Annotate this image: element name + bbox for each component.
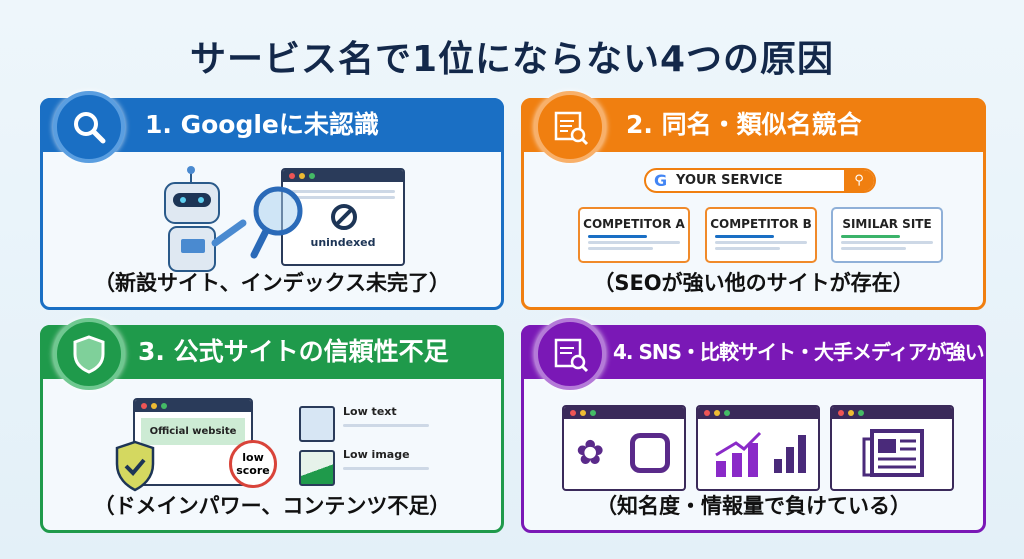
chart-icon <box>715 431 806 477</box>
low-text-label: Low text <box>343 405 397 418</box>
blocked-icon <box>331 204 357 230</box>
panel-name-competition: 2. 同名・類似名競合 G YOUR SERVICE ⚲ COMPETITOR … <box>521 91 986 310</box>
search-query: YOUR SERVICE <box>676 173 783 188</box>
shield-icon <box>53 318 125 390</box>
result-card: COMPETITOR A <box>578 207 690 263</box>
comparison-window <box>696 405 820 491</box>
magnifier-icon <box>250 186 303 259</box>
card-title: SIMILAR SITE <box>842 217 932 231</box>
search-bar[interactable]: G YOUR SERVICE ⚲ <box>644 168 876 193</box>
robot-icon <box>164 166 247 272</box>
card-title: COMPETITOR A <box>583 217 685 231</box>
panel-caption: （新設サイト、インデックス未完了） <box>94 271 450 295</box>
panel-caption: （知名度・情報量で負けている） <box>596 494 911 518</box>
page-title: サービス名で1位にならない4つの原因 <box>189 39 835 80</box>
image-icon <box>299 450 335 486</box>
shield-check-icon <box>115 440 155 492</box>
document-search-icon <box>534 91 606 163</box>
result-card: SIMILAR SITE <box>831 207 943 263</box>
newspaper-icon <box>862 429 924 477</box>
panel-caption: （SEOが強い他のサイトが存在） <box>593 271 914 295</box>
text-doc-icon <box>299 406 335 442</box>
low-score-text: low <box>242 451 264 464</box>
panel-google-unrecognized: 1. Googleに未認識 unindexed （新設サイト、インデックス未完了… <box>40 91 504 310</box>
official-website-label: Official website <box>141 418 245 445</box>
low-image-label: Low image <box>343 448 410 461</box>
instagram-icon <box>630 433 670 473</box>
search-icon <box>53 91 125 163</box>
panel-sns-media: 4. SNS・比較サイト・大手メディアが強い ✿ （知名度・情報量で負けている） <box>521 318 986 533</box>
sns-window: ✿ <box>562 405 686 491</box>
low-score-text: score <box>236 464 270 477</box>
google-logo-icon: G <box>654 171 668 190</box>
document-search-icon <box>534 318 606 390</box>
unindexed-label: unindexed <box>310 236 376 249</box>
card-title: COMPETITOR B <box>710 217 812 231</box>
twitter-icon: ✿ <box>576 433 605 473</box>
result-card: COMPETITOR B <box>705 207 817 263</box>
panel-caption: （ドメインパワー、コンテンツ不足） <box>93 494 451 518</box>
media-window <box>830 405 954 491</box>
search-button[interactable]: ⚲ <box>844 170 874 191</box>
